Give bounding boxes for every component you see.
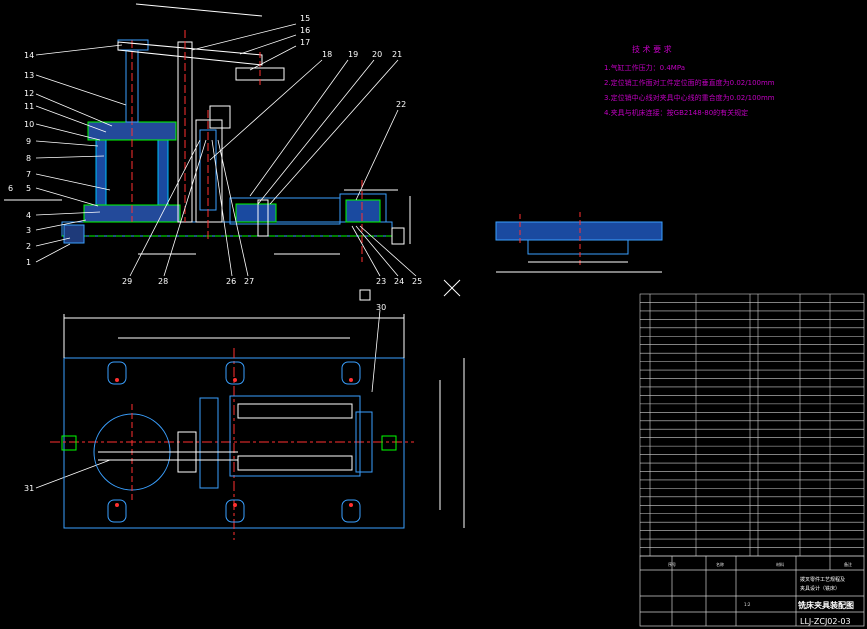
part-label-22: 22 — [396, 100, 406, 109]
note-1: 1.气缸工作压力：0.4MPa — [604, 63, 685, 72]
part-label-8: 8 — [26, 154, 31, 163]
part-label-23: 23 — [376, 277, 386, 286]
drawing-name: 铣床夹具装配图 — [798, 600, 854, 610]
part-label-31: 31 — [24, 484, 34, 493]
part-labels: 1 2 3 4 5 6 7 8 9 10 11 12 13 14 15 16 1… — [8, 14, 422, 493]
part-label-10: 10 — [24, 120, 34, 129]
part-label-3: 3 — [26, 226, 31, 235]
part-label-1: 1 — [26, 258, 31, 267]
part-label-9: 9 — [26, 137, 31, 146]
subtitle-line-2: 夹具设计（铣床） — [800, 585, 840, 592]
part-label-28: 28 — [158, 277, 168, 286]
title-block — [639, 555, 865, 627]
part-label-27: 27 — [244, 277, 254, 286]
notes-title: 技 术 要 求 — [632, 44, 672, 54]
technical-notes: 技 术 要 求 1.气缸工作压力：0.4MPa 2.定位销工作面对工件定位面的垂… — [604, 44, 775, 117]
note-2: 2.定位销工作面对工件定位面的垂直度为0.02/100mm — [604, 78, 775, 87]
part-label-7: 7 — [26, 170, 31, 179]
part-label-18: 18 — [322, 50, 332, 59]
part-label-17: 17 — [300, 38, 310, 47]
part-label-30: 30 — [376, 303, 386, 312]
part-label-26: 26 — [226, 277, 236, 286]
parts-list — [639, 293, 865, 557]
col-seq-label: 序号 — [668, 561, 676, 567]
part-label-20: 20 — [372, 50, 382, 59]
subtitle-line-1: 拨叉零件工艺规程及 — [800, 576, 845, 583]
part-label-13: 13 — [24, 71, 34, 80]
part-label-25: 25 — [412, 277, 422, 286]
part-label-5: 5 — [26, 184, 31, 193]
part-label-14: 14 — [24, 51, 34, 60]
part-label-2: 2 — [26, 242, 31, 251]
leader-lines — [35, 23, 417, 489]
part-label-19: 19 — [348, 50, 358, 59]
note-3: 3.定位销中心线对夹具中心线的重合度为0.02/100mm — [604, 93, 775, 102]
part-label-12: 12 — [24, 89, 34, 98]
side-view — [495, 212, 663, 273]
note-4: 4.夹具与机床连接：按GB2148-80的有关规定 — [604, 108, 748, 117]
part-label-4: 4 — [26, 211, 31, 220]
front-view — [4, 3, 461, 301]
part-label-15: 15 — [300, 14, 310, 23]
title-block-text: 序号 名称 材料 备注 拨叉零件工艺规程及 夹具设计（铣床） 铣床夹具装配图 L… — [668, 561, 854, 626]
scale-value: 1:2 — [744, 602, 751, 607]
drawing-number: LLJ-ZCJ02-03 — [800, 617, 851, 626]
col-remark-label: 备注 — [844, 561, 852, 567]
part-label-29: 29 — [122, 277, 132, 286]
col-material-label: 材料 — [776, 561, 784, 567]
plan-view — [50, 314, 465, 540]
part-label-24: 24 — [394, 277, 404, 286]
part-label-16: 16 — [300, 26, 310, 35]
part-label-21: 21 — [392, 50, 402, 59]
part-label-11: 11 — [24, 102, 34, 111]
part-label-6: 6 — [8, 184, 13, 193]
col-name-label: 名称 — [716, 561, 724, 567]
